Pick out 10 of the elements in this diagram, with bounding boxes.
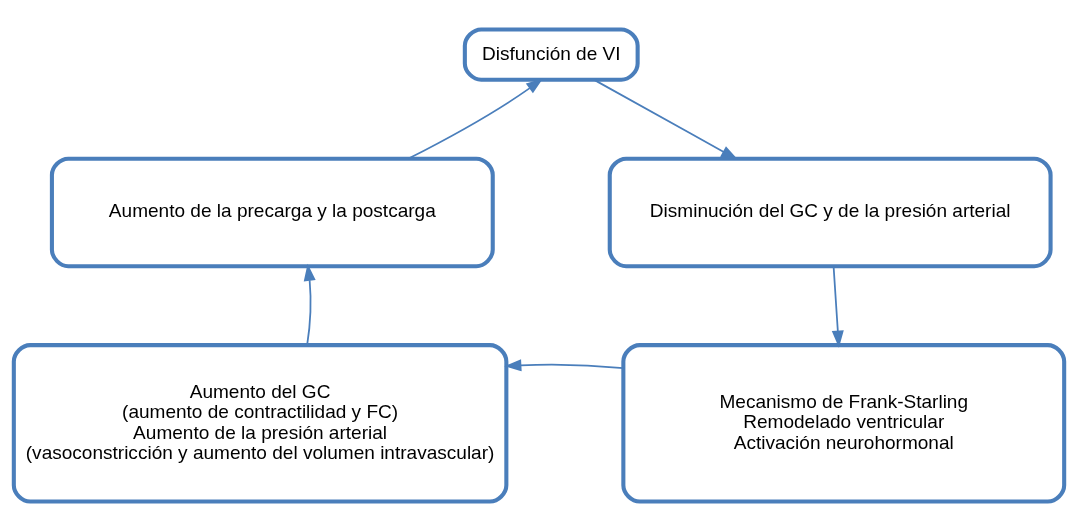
arrow [504,359,625,372]
node-box: Aumento de la precarga y la postcarga [49,156,495,269]
arrow [593,78,739,160]
arrow [407,78,544,160]
arrow [831,265,844,348]
node-box: Mecanismo de Frank-Starling Remodelado ventricular Activación neurohormonal [621,343,1067,504]
arrow [303,263,316,346]
node-box: Disfunción de VI [462,27,640,82]
node-box: Disminución del GC y de la presión arterial [607,156,1053,269]
node-box: Aumento del GC (aumento de contractilidad y FC) Aumento de la presión arterial (vasoconstricción y aumento del volumen intravascular) [11,343,509,504]
